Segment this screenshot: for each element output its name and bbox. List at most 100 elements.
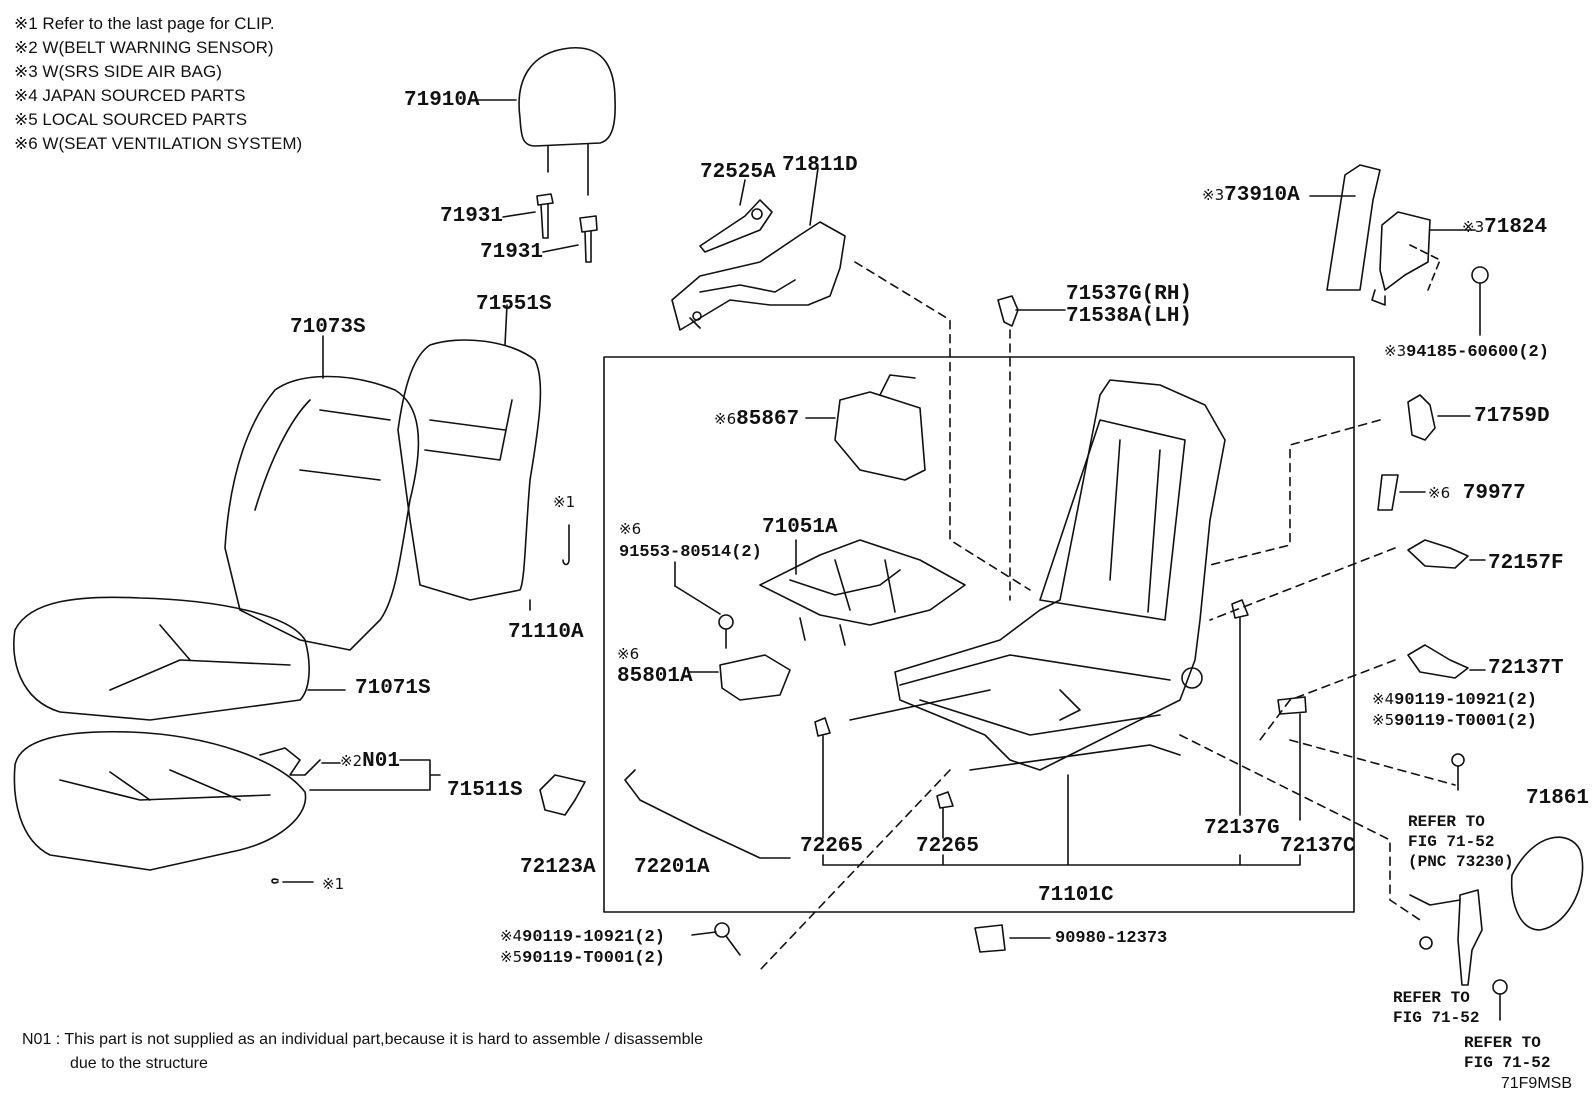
clip-reference-2: ※1 — [322, 873, 344, 897]
note-mark: ※1 — [553, 493, 576, 511]
part-label-79977[interactable]: ※6 79977 — [1428, 482, 1526, 505]
footnote: N01 : This part is not supplied as an in… — [22, 1028, 703, 1076]
note-mark: ※3 — [1202, 186, 1225, 204]
part-label-71811D[interactable]: 71811D — [782, 154, 858, 177]
headrest-guide-drawings — [502, 193, 598, 263]
assembly-frame-box — [603, 356, 1355, 913]
part-number: N01 — [362, 750, 400, 773]
part-label-71073S[interactable]: 71073S — [290, 316, 366, 339]
cushion-pad-drawing — [13, 730, 307, 871]
part-number: 94185-60600(2) — [1406, 343, 1549, 362]
part-number: 73910A — [1224, 184, 1300, 207]
note-mark: ※2 — [340, 752, 363, 770]
cushion-cover-drawing — [13, 596, 346, 721]
part-number: 90119-10921(2) — [1394, 691, 1537, 710]
part-label-71051A[interactable]: 71051A — [762, 516, 838, 539]
part-label-71551S[interactable]: 71551S — [476, 293, 552, 316]
note-mark: ※3 — [1462, 218, 1485, 236]
part-label-71931-a[interactable]: 71931 — [440, 205, 504, 228]
note-mark: ※4 — [1372, 690, 1395, 708]
part-label-90119-T0001-bottom[interactable]: ※590119-T0001(2) — [500, 946, 665, 970]
part-label-72201A[interactable]: 72201A — [634, 856, 710, 879]
note-4: ※4 JAPAN SOURCED PARTS — [14, 86, 246, 105]
refer-line: FIG 71-52 — [1393, 1009, 1480, 1027]
refer-line: REFER TO — [1464, 1034, 1541, 1052]
part-number: 90119-T0001(2) — [1394, 712, 1537, 731]
part-label-71511S[interactable]: 71511S — [447, 779, 523, 802]
note-mark: ※6 — [619, 520, 642, 538]
part-label-71861[interactable]: 71861 — [1526, 787, 1590, 810]
part-label-73910A[interactable]: ※373910A — [1202, 184, 1300, 207]
right-side-part-drawings — [1377, 394, 1584, 1021]
refer-to-fig-2[interactable]: REFER TO FIG 71-52 — [1393, 988, 1479, 1028]
note-2: ※2 W(BELT WARNING SENSOR) — [14, 38, 274, 57]
seat-frame-drawing — [849, 379, 1226, 771]
seat-spring-drawing — [759, 539, 966, 646]
note-mark: ※5 — [1372, 711, 1395, 729]
clip-symbols — [271, 524, 570, 884]
part-label-71071S[interactable]: 71071S — [355, 677, 431, 700]
belt-sensor-drawing — [259, 747, 341, 776]
part-label-71101C[interactable]: 71101C — [1038, 884, 1114, 907]
part-label-71110A[interactable]: 71110A — [508, 621, 584, 644]
note-mark: ※1 — [322, 875, 345, 893]
note-6: ※6 W(SEAT VENTILATION SYSTEM) — [14, 134, 303, 153]
part-label-71910A[interactable]: 71910A — [404, 89, 480, 112]
refer-to-fig-3[interactable]: REFER TO FIG 71-52 — [1464, 1033, 1550, 1073]
part-number: 85867 — [736, 408, 800, 431]
part-label-90119-T0001-right[interactable]: ※590119-T0001(2) — [1372, 709, 1537, 733]
part-label-72137G[interactable]: 72137G — [1204, 817, 1280, 840]
part-label-72123A[interactable]: 72123A — [520, 856, 596, 879]
wire-drawing — [624, 769, 791, 859]
part-label-90980-12373[interactable]: 90980-12373 — [1055, 929, 1168, 948]
note-3: ※3 W(SRS SIDE AIR BAG) — [14, 62, 222, 81]
headrest-drawing — [477, 47, 616, 196]
part-label-94185-60600[interactable]: ※394185-60600(2) — [1384, 340, 1549, 364]
part-label-72137C[interactable]: 72137C — [1280, 835, 1356, 858]
part-label-72157F[interactable]: 72157F — [1488, 552, 1564, 575]
part-label-72525A[interactable]: 72525A — [700, 161, 776, 184]
part-label-90119-10921-right[interactable]: ※490119-10921(2) — [1372, 688, 1537, 712]
clip-reference-1: ※1 — [553, 491, 575, 515]
part-label-71759D[interactable]: 71759D — [1474, 405, 1550, 428]
part-number: 90119-T0001(2) — [522, 949, 665, 968]
part-label-72265-b[interactable]: 72265 — [916, 835, 980, 858]
ventilation-drawings — [674, 374, 926, 701]
part-label-91553-80514[interactable]: ※6 91553-80514(2) — [619, 518, 762, 564]
note-1: ※1 Refer to the last page for CLIP. — [14, 14, 275, 33]
note-mark: ※5 — [500, 948, 523, 966]
part-label-90119-10921-bottom[interactable]: ※490119-10921(2) — [500, 925, 665, 949]
figure-code: 71F9MSB — [1500, 1075, 1572, 1092]
refer-line: REFER TO — [1408, 813, 1485, 831]
part-label-72265-a[interactable]: 72265 — [800, 835, 864, 858]
part-label-85867[interactable]: ※685867 — [714, 408, 799, 431]
note-mark: ※3 — [1384, 342, 1407, 360]
footnote-line-1: N01 : This part is not supplied as an in… — [22, 1031, 703, 1048]
side-airbag-drawings — [1309, 164, 1489, 336]
hook-drawing — [539, 774, 586, 816]
part-label-72137T[interactable]: 72137T — [1488, 657, 1564, 680]
part-label-71537G[interactable]: 71537G(RH) — [1066, 283, 1193, 306]
seatback-pad-drawing — [397, 304, 542, 611]
legend-notes: ※1 Refer to the last page for CLIP. ※2 W… — [14, 12, 302, 156]
part-label-71931-b[interactable]: 71931 — [480, 241, 544, 264]
refer-line: FIG 71-52 — [1464, 1054, 1551, 1072]
dashed-leaders — [759, 261, 1456, 971]
note-mark: ※4 — [500, 927, 523, 945]
footnote-line-2: due to the structure — [70, 1055, 208, 1072]
part-number: 91553-80514(2) — [619, 543, 762, 562]
note-5: ※5 LOCAL SOURCED PARTS — [14, 110, 248, 129]
seatback-cover-drawing — [224, 335, 420, 651]
part-label-71824[interactable]: ※371824 — [1462, 216, 1547, 239]
part-label-71538A[interactable]: 71538A(LH) — [1066, 305, 1193, 328]
part-number: 79977 — [1462, 482, 1526, 505]
refer-line: FIG 71-52 — [1408, 833, 1495, 851]
recliner-cover-drawings — [671, 167, 846, 331]
part-label-N01[interactable]: ※2N01 — [340, 750, 400, 773]
note-mark: ※6 — [617, 645, 640, 663]
refer-line: REFER TO — [1393, 989, 1470, 1007]
